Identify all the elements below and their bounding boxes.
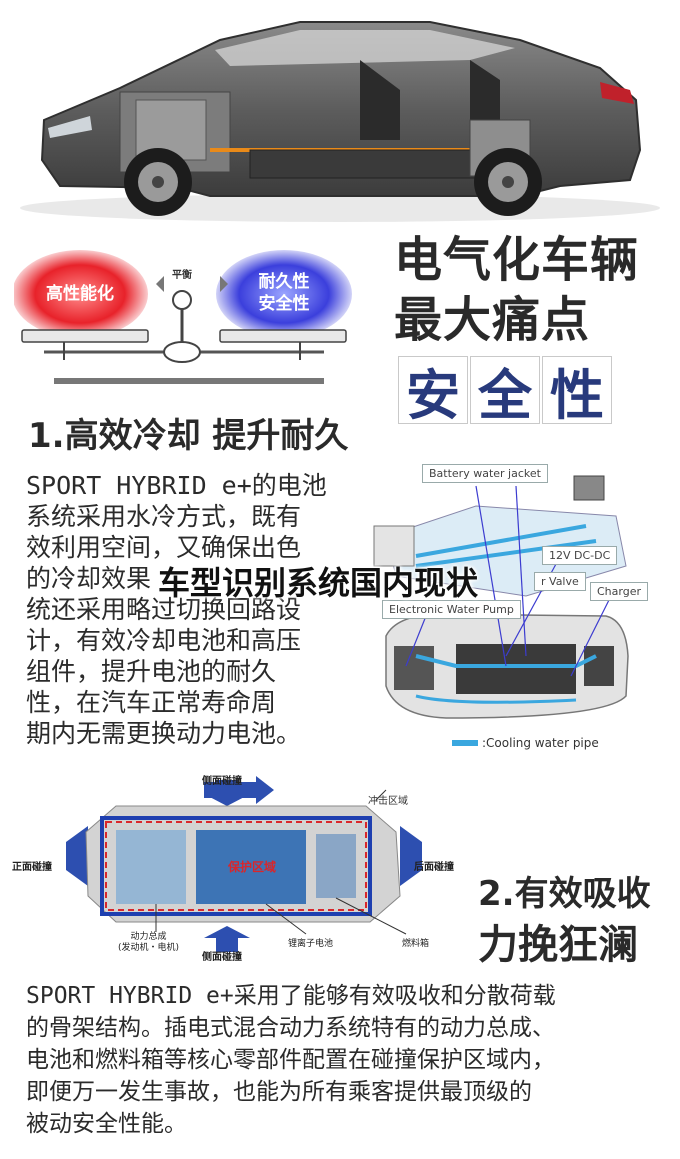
- safety-char-1: 安: [398, 356, 468, 427]
- section1-line-4: 的冷却效果: [26, 564, 152, 593]
- label-crumple-zone: 冲击区域: [368, 796, 408, 807]
- section2-heading-2: 力挽狂澜: [478, 922, 638, 968]
- label-front-impact: 正面碰撞: [12, 862, 52, 873]
- section1-heading: 1.高效冷却 提升耐久: [28, 416, 349, 456]
- cooling-system-diagram: Battery water jacket 12V DC-DC Charger E…: [356, 456, 656, 756]
- label-side-impact-bottom: 侧面碰撞: [202, 952, 242, 963]
- label-dc-dc: 12V DC-DC: [542, 546, 618, 565]
- label-battery-water-jacket: Battery water jacket: [422, 464, 548, 483]
- performance-label: 高性能化: [46, 284, 114, 304]
- label-side-impact-top: 侧面碰撞: [202, 776, 242, 787]
- section2-heading-1: 2.有效吸收: [478, 874, 651, 914]
- section1-line-6: 计，有效冷却电池和高压: [26, 626, 302, 655]
- section2-line-1: SPORT HYBRID e+采用了能够有效吸收和分散荷载: [26, 983, 556, 1009]
- car-cutaway-illustration: [0, 0, 680, 228]
- section2-paragraph: SPORT HYBRID e+采用了能够有效吸收和分散荷载 的骨架结构。插电式混…: [26, 980, 666, 1140]
- durability-label: 耐久性: [258, 272, 310, 292]
- section1-line-2: 系统采用水冷方式，既有: [26, 502, 302, 531]
- crash-zone-diagram: 侧面碰撞 侧面碰撞 正面碰撞 后面碰撞 冲击区域 保护区域 动力总成 (发动机・…: [6, 772, 472, 963]
- label-rear-impact: 后面碰撞: [414, 862, 454, 873]
- headline-line-1: 电气化车辆: [394, 232, 640, 288]
- balance-scale-graphic: 高性能化 耐久性 安全性 平衡: [12, 238, 374, 388]
- label-powertrain-line-2: (发动机・电机): [118, 943, 180, 953]
- label-charger: Charger: [590, 582, 648, 601]
- section1-line-5: 统还采用略过切换回路设: [26, 595, 302, 624]
- durability-safety-label: 耐久性 安全性: [222, 268, 346, 318]
- label-protect-zone: 保护区域: [228, 860, 277, 874]
- section1-line-3: 效利用空间，又确保出色: [26, 533, 302, 562]
- safety-char-2: 全: [470, 356, 540, 427]
- safety-label: 安全性: [258, 294, 310, 314]
- label-powertrain: 动力总成 (发动机・电机): [118, 932, 179, 954]
- safety-char-3: 性: [542, 356, 612, 427]
- section1-paragraph: SPORT HYBRID e+的电池 系统采用水冷方式，既有 效利用空间，又确保…: [26, 470, 346, 749]
- cooling-legend: :Cooling water pipe: [482, 736, 599, 750]
- section1-line-1: SPORT HYBRID e+的电池: [26, 471, 327, 500]
- safety-grid: 安 全 性: [398, 356, 614, 427]
- section2-line-5: 被动安全性能。: [26, 1111, 187, 1137]
- section2-line-3: 电池和燃料箱等核心零部件配置在碰撞保护区域内，: [26, 1047, 555, 1073]
- section2-line-4: 即便万一发生事故，也能为所有乘客提供最顶级的: [26, 1079, 532, 1105]
- section2-line-2: 的骨架结构。插电式混合动力系统特有的动力总成、: [26, 1015, 555, 1041]
- label-fuel-tank: 燃料箱: [402, 939, 430, 949]
- label-water-pump: Electronic Water Pump: [382, 600, 521, 619]
- label-powertrain-line-1: 动力总成: [130, 932, 167, 942]
- balance-label: 平衡: [172, 270, 192, 281]
- section1-line-9: 期内无需更换动力电池。: [26, 719, 302, 748]
- section1-line-7: 组件，提升电池的耐久: [26, 657, 277, 686]
- headline-line-2: 最大痛点: [394, 292, 591, 348]
- label-battery: 锂离子电池: [288, 939, 334, 949]
- label-valve: r Valve: [534, 572, 586, 591]
- overlay-title: 车型识别系统国内现状: [158, 564, 479, 602]
- section1-line-8: 性，在汽车正常寿命周: [26, 688, 277, 717]
